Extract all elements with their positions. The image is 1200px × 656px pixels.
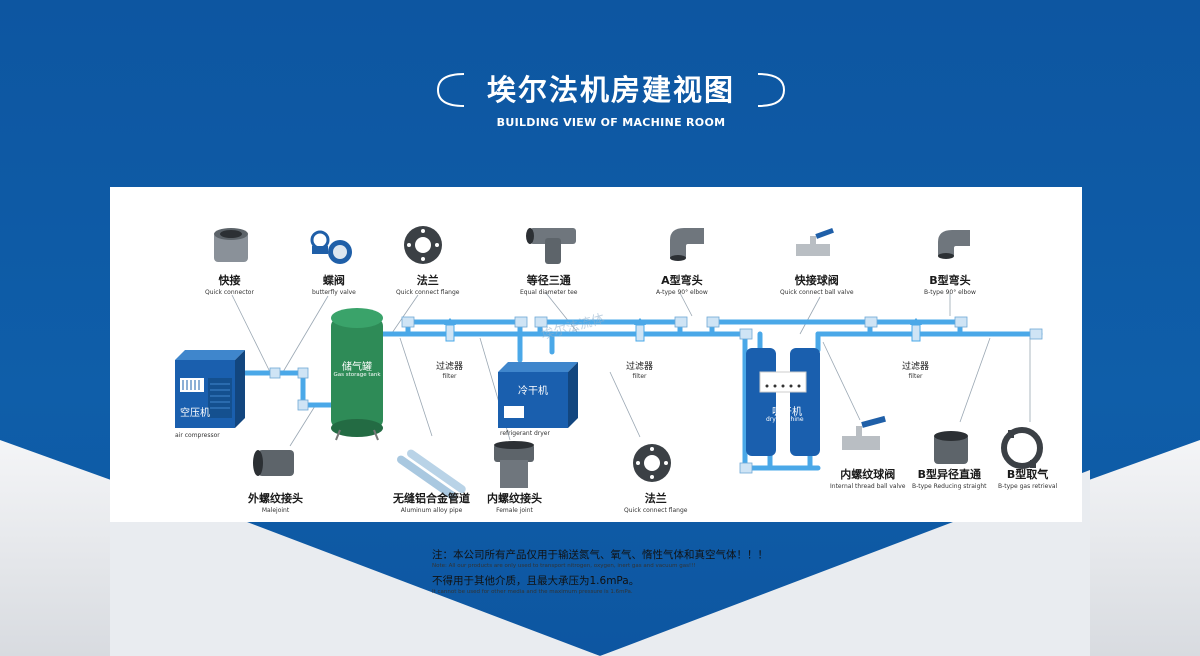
title-bracket-right [757,73,786,107]
internal-ball-valve-label: 内螺纹球阀 Internal thread ball valve [830,468,906,490]
note-line2-en: It cannot be used for other media and th… [432,589,633,595]
quick-connector-icon [214,228,248,262]
filter-label: 过滤器 filter [436,362,464,380]
b-retrieval-label: B型取气 B-type gas retrieval [998,468,1058,490]
aluminum-pipe-icon [396,449,466,500]
ball-valve-icon [796,227,834,256]
page-title: 埃尔法机房建视图 [486,73,735,107]
cold-dryer-label: 冷干机 [518,386,548,397]
tank-en-label: Gas storage tank [333,372,381,378]
refrigerant-dryer-icon [498,362,578,428]
filter-icon [634,318,646,342]
female-joint-icon [494,441,534,488]
flange-icon [404,226,442,264]
gas-storage-tank-icon [331,308,383,441]
aluminum-pipe-label: 无缝铝合金管道 Aluminum alloy pipe [393,492,470,514]
title-bracket-left [436,73,465,107]
header: 埃尔法机房建视图 BUILDING VIEW OF MACHINE ROOM [436,68,786,130]
compressor-en-label: air compressor [175,432,220,439]
usage-notes: 注：本公司所有产品仅用于输送氮气、氧气、惰性气体和真空气体！！！ Note: A… [432,547,852,599]
male-joint-icon [253,450,294,476]
b-elbow-icon [938,230,970,259]
flange-top-label: 法兰 Quick connect flange [396,274,460,296]
flange-icon [633,444,671,482]
adsorption-dryer-en-label: dry machine [766,416,804,423]
leader-lines [231,292,1031,447]
cold-dryer-en-label: refrigerant dryer [500,430,550,437]
adsorption-dryer-label: 吸干机 [772,407,802,418]
filter-label: 过滤器 filter [626,362,654,380]
adsorption-dryer-icon [746,348,820,456]
quick-connector-label: 快接 Quick connector [205,274,254,296]
female-joint-label: 内螺纹接头 Female joint [487,492,542,514]
a-elbow-icon [670,228,704,261]
equal-tee-icon [526,228,576,264]
note-line1-en: Note: All our products are only used to … [432,563,696,569]
b-reducing-icon [934,431,968,464]
butterfly-valve-label: 蝶阀 butterfly valve [312,274,356,296]
filter-label: 过滤器 filter [902,362,930,380]
tank-label: 储气罐 [342,362,372,373]
pipe-joints [269,316,1043,474]
a-elbow-label: A型弯头 A-type 90° elbow [656,274,708,296]
b-elbow-label: B型弯头 B-type 90° elbow [924,274,976,296]
butterfly-valve-icon [310,230,352,264]
flange-bottom-label: 法兰 Quick connect flange [624,492,688,514]
filter-icon [910,318,922,342]
b-retrieval-icon [1001,427,1043,469]
filter-icon [444,318,456,342]
equal-tee-label: 等径三通 Equal diameter tee [520,274,578,296]
b-reducing-label: B型异径直通 B-type Reducing straight [912,468,987,490]
page-subtitle: BUILDING VIEW OF MACHINE ROOM [496,116,726,129]
ball-valve-label: 快接球阀 Quick connect ball valve [780,274,854,296]
male-joint-label: 外螺纹接头 Malejoint [248,492,303,514]
note-line1-cn: 注：本公司所有产品仅用于输送氮气、氧气、惰性气体和真空气体！！！ [432,549,768,561]
compressor-label: 空压机 [180,408,210,419]
note-line2-cn: 不得用于其他介质，且最大承压为1.6mPa。 [432,575,640,587]
air-compressor-icon [175,350,245,428]
internal-ball-valve-icon [842,415,886,450]
